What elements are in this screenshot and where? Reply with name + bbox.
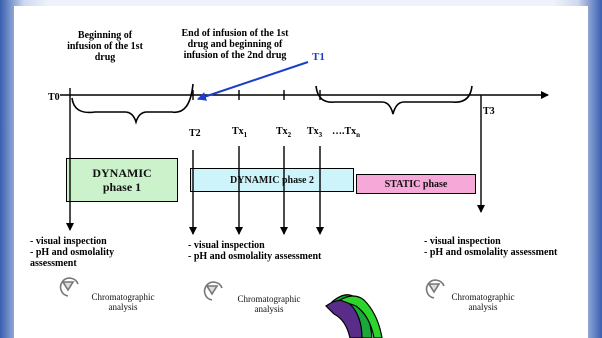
dynamic-phase-1-box: DYNAMIC phase 1 bbox=[66, 158, 178, 202]
chromatographic-label-left: Chromatographic analysis bbox=[91, 292, 155, 312]
refresh-icon-left bbox=[59, 277, 79, 297]
label-tx3: Tx3 bbox=[307, 126, 323, 139]
label-t3: T3 bbox=[483, 106, 495, 117]
brace-phase-2 bbox=[315, 85, 473, 115]
label-t0: T0 bbox=[48, 92, 60, 103]
label-t2: T2 bbox=[189, 128, 201, 139]
notes-right: - visual inspection- pH and osmolality a… bbox=[424, 236, 558, 258]
label-t1: T1 bbox=[312, 51, 325, 63]
brace-phase-1 bbox=[71, 83, 194, 125]
chromatographic-label-middle: Chromatographic analysis bbox=[237, 294, 301, 314]
t1-arrow bbox=[197, 61, 309, 101]
dynamic-phase-2-box: DYNAMIC phase 2 bbox=[190, 168, 354, 192]
chromatographic-label-right: Chromatographic analysis bbox=[451, 292, 515, 312]
notes-middle: - visual inspection- pH and osmolality a… bbox=[188, 240, 322, 262]
label-txn: ….Txn bbox=[332, 126, 361, 139]
label-end-infusion: End of infusion of the 1st drug and begi… bbox=[181, 28, 289, 61]
decorative-swoosh bbox=[325, 294, 383, 338]
static-phase-box: STATIC phase bbox=[356, 174, 476, 194]
label-beginning-infusion: Beginning of infusion of the 1st drug bbox=[67, 30, 143, 63]
refresh-icon-right bbox=[425, 279, 445, 299]
refresh-icon-middle bbox=[203, 281, 223, 301]
label-tx2: Tx2 bbox=[276, 126, 292, 139]
label-tx1: Tx1 bbox=[232, 126, 248, 139]
